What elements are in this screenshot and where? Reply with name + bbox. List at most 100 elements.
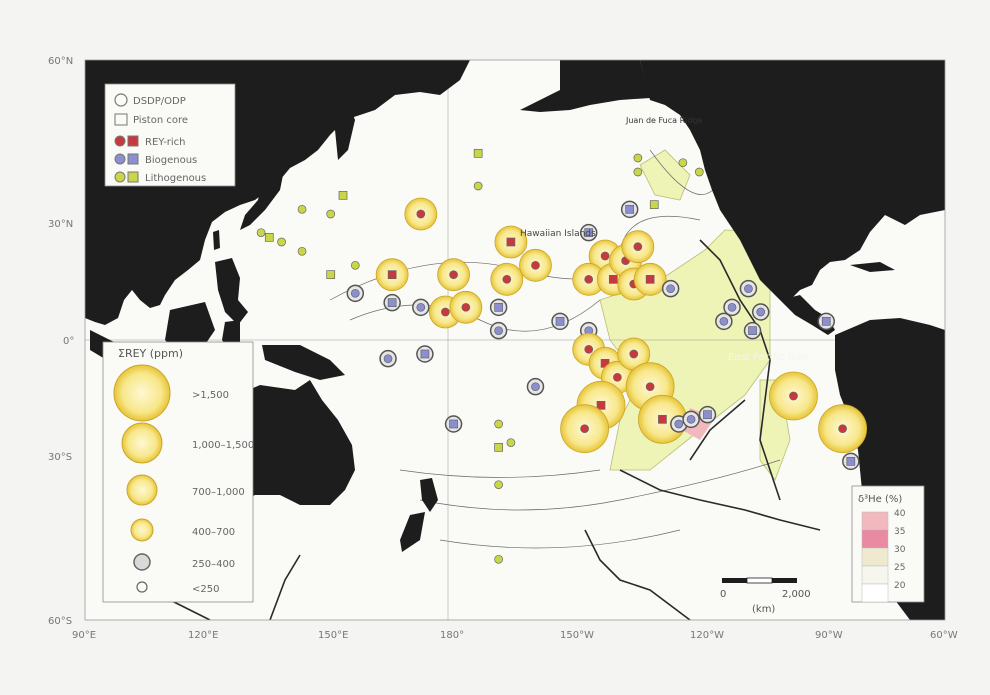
legend-dsdp-label: DSDP/ODP: [133, 96, 186, 107]
he-isolines: [329, 149, 781, 549]
site-core: [674, 419, 684, 429]
scale-unit-label: (km): [752, 604, 775, 615]
site-core: [838, 424, 847, 434]
site-core: [256, 228, 266, 238]
legend-lithogenous-circle: [114, 171, 126, 183]
site-marker: [489, 298, 508, 317]
legend-rey-size-4-label: 400–700: [192, 527, 235, 538]
site-marker: [842, 452, 860, 471]
site-core: [383, 354, 393, 364]
legend-biogenous-square: [127, 153, 139, 165]
site-marker: [490, 262, 524, 296]
lon-label-90e: 90°E: [72, 630, 96, 641]
map-area: 0 2,000 (km) Hawaiian Islands East Pacif…: [85, 60, 945, 620]
site-core: [473, 148, 483, 158]
label-juan-de-fuca: Juan de Fuca Ridge: [625, 116, 703, 125]
landmass-kamchatka: [330, 95, 355, 160]
site-marker: [444, 415, 463, 433]
site-marker: [494, 442, 503, 452]
lon-label-150w: 150°W: [560, 630, 594, 641]
landmass-cuba: [850, 262, 895, 272]
plate-boundaries: [169, 239, 821, 620]
site-core: [416, 209, 426, 219]
lat-label-30n: 30°N: [48, 219, 73, 230]
site-core: [494, 442, 503, 452]
site-marker: [633, 153, 643, 163]
site-marker: [633, 262, 667, 296]
lon-label-180: 180°: [440, 630, 464, 641]
site-marker: [560, 404, 610, 454]
site-core: [584, 344, 594, 354]
site-core: [727, 302, 737, 312]
legend-lithogenous-square: [127, 171, 139, 183]
site-marker: [473, 181, 483, 191]
site-core: [645, 382, 655, 392]
site-core: [387, 270, 397, 280]
landmass-aleutians: [520, 60, 650, 112]
legend-he-bar: [861, 529, 889, 549]
legend-rey-size-5: [133, 553, 151, 571]
legend-he-tick: 20: [894, 581, 906, 591]
site-marker: [769, 371, 818, 421]
site-marker: [404, 197, 438, 231]
legend-rey-square: [127, 135, 139, 147]
legend-biogenous-circle: [114, 153, 126, 165]
site-marker: [526, 377, 545, 396]
site-marker: [694, 167, 704, 177]
site-core: [625, 204, 635, 214]
site-core: [531, 260, 540, 270]
site-core: [658, 414, 667, 424]
site-marker: [743, 321, 762, 340]
site-core: [756, 307, 766, 317]
lon-label-120e: 120°E: [188, 630, 218, 641]
lat-label-30s: 30°S: [48, 452, 72, 463]
legend-dsdp-symbol: [114, 93, 128, 107]
site-marker: [350, 260, 360, 270]
sites-layer: [256, 148, 868, 564]
site-core: [596, 400, 606, 410]
site-core: [629, 349, 639, 359]
legend-he-bar: [861, 565, 889, 585]
legend-rey-circle: [114, 135, 126, 147]
site-marker: [678, 158, 688, 168]
site-marker: [649, 200, 659, 210]
axis-labels: 60°N 30°N 0° 30°S 60°S 90°E 120°E 150°E …: [48, 56, 958, 641]
site-core: [441, 307, 450, 317]
site-core: [666, 284, 675, 294]
legend-rey-size-5-label: 250–400: [192, 559, 235, 570]
site-core: [584, 228, 594, 238]
site-marker: [379, 349, 397, 368]
site-marker: [277, 237, 286, 247]
site-core: [633, 242, 643, 252]
site-marker: [620, 200, 639, 219]
site-core: [494, 302, 503, 312]
site-marker: [817, 312, 835, 331]
legend-rey-size-1-label: >1,500: [192, 390, 229, 401]
site-core: [555, 316, 565, 326]
site-core: [297, 204, 307, 214]
legend-he-title: δ³He (%): [858, 494, 902, 505]
legend-rey-label: REY-rich: [145, 137, 186, 148]
site-marker: [633, 167, 643, 177]
landmass-japan: [240, 145, 285, 230]
site-marker: [519, 248, 552, 282]
site-marker: [338, 190, 348, 200]
map-frame: [84, 59, 946, 621]
legend-types: DSDP/ODP Piston core REY-rich Biogenous …: [104, 83, 236, 187]
legend-biogenous-label: Biogenous: [145, 155, 197, 166]
legend-piston-symbol: [114, 113, 128, 126]
site-core: [694, 167, 704, 177]
lat-label-60n: 60°N: [48, 56, 73, 67]
site-marker: [715, 312, 733, 331]
legend-rey: ΣREY (ppm) >1,500 1,000–1,500 700–1,000 …: [102, 341, 254, 603]
site-core: [387, 298, 397, 308]
landmass-new-zealand-south: [400, 512, 425, 552]
legend-he-bar: [861, 583, 889, 603]
site-core: [461, 302, 471, 312]
site-marker: [621, 230, 655, 264]
legend-he-tick: 25: [894, 563, 905, 573]
site-marker: [494, 480, 503, 490]
legend-he-tick: 35: [894, 527, 905, 537]
